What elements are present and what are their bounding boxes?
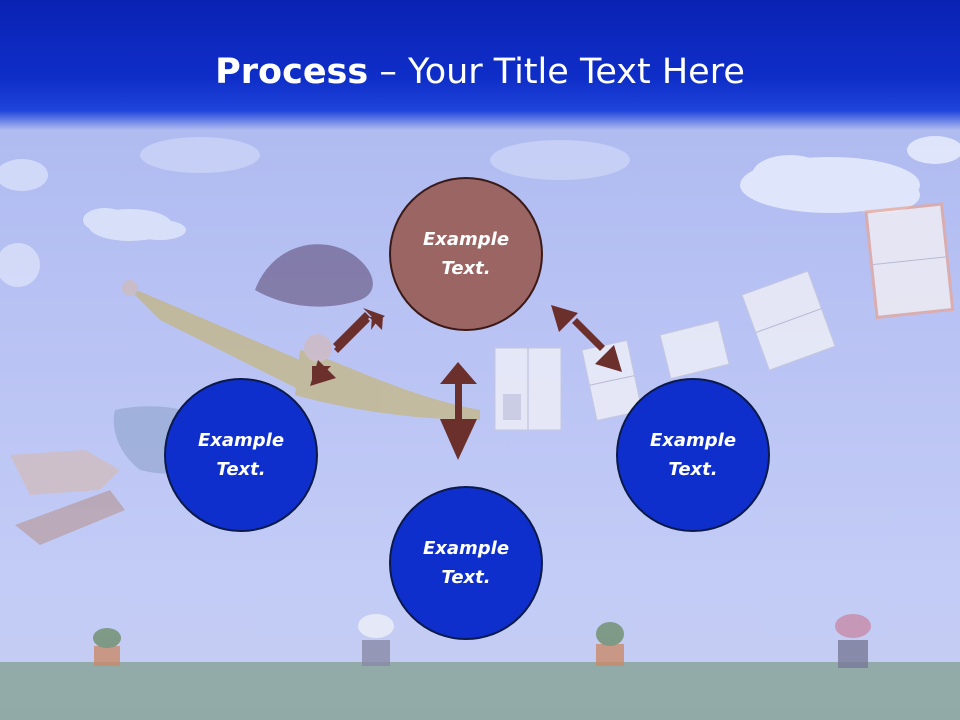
cloud-far-left [0, 159, 48, 287]
node-left: Example Text. [164, 378, 318, 532]
title-rest: – Your Title Text Here [368, 52, 745, 92]
node-right-line1: Example [649, 430, 737, 451]
cloud-right [740, 136, 960, 213]
arrow-vertical [440, 362, 477, 460]
node-left-line1: Example [197, 430, 285, 451]
arrow-top-left [310, 308, 385, 386]
slide-title: Process – Your Title Text Here [0, 52, 960, 92]
node-left-line2: Text. [216, 459, 266, 480]
title-bold: Process [215, 52, 369, 92]
node-top-line1: Example [422, 229, 510, 250]
node-top: Example Text. [389, 177, 543, 331]
node-right-line2: Text. [668, 459, 718, 480]
node-right: Example Text. [616, 378, 770, 532]
node-top-line2: Text. [441, 258, 491, 279]
node-bottom-line1: Example [422, 538, 510, 559]
node-bottom: Example Text. [389, 486, 543, 640]
arrow-top-left-shape [334, 317, 370, 353]
potted-plants [93, 614, 871, 668]
cloud-left [83, 208, 186, 241]
node-bottom-line2: Text. [441, 567, 491, 588]
grass-strip [0, 662, 960, 720]
arrow-top-right [551, 305, 622, 372]
flying-books-illustration [494, 202, 955, 431]
title-bar [0, 0, 960, 130]
cloud-top [140, 137, 630, 180]
